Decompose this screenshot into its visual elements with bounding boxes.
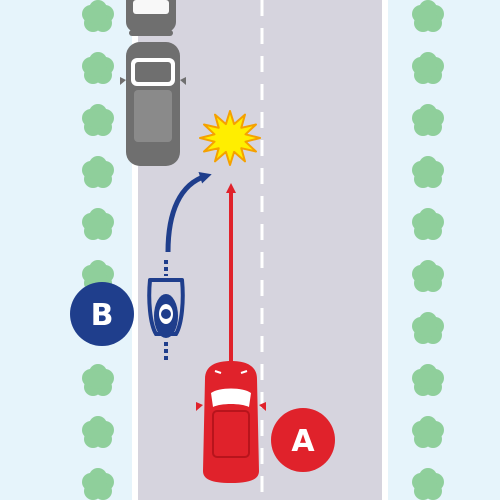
tree-icon (82, 416, 114, 448)
left-sidewalk (0, 0, 135, 500)
tree-icon (82, 208, 114, 240)
tree-icon (412, 416, 444, 448)
road-left-edge-line (132, 0, 138, 500)
tree-icon (412, 312, 444, 344)
right-sidewalk (385, 0, 500, 500)
car-a-label-text: A (291, 424, 315, 459)
bicycle-b-label: B (70, 282, 134, 346)
bicycle-icon (147, 260, 185, 362)
road-right-edge-line (382, 0, 388, 500)
collision-burst-icon (199, 110, 261, 166)
tree-icon (412, 468, 444, 500)
car-a (196, 361, 266, 483)
tree-icon (412, 156, 444, 188)
tree-icon (82, 52, 114, 84)
tree-icon (412, 208, 444, 240)
tree-icon (412, 364, 444, 396)
tree-icon (412, 260, 444, 292)
tree-icon (412, 52, 444, 84)
parked-car (120, 42, 186, 166)
tree-icon (82, 0, 114, 32)
bicycle-b-label-text: B (91, 298, 114, 333)
tree-icon (412, 0, 444, 32)
bicycle-b-path-arrow (165, 172, 212, 253)
left-tree-row (82, 0, 114, 500)
tree-icon (82, 156, 114, 188)
tree-icon (82, 468, 114, 500)
tree-icon (82, 104, 114, 136)
car-a-label: A (271, 408, 335, 472)
parked-car-top (126, 0, 176, 36)
tree-icon (412, 104, 444, 136)
right-tree-row (412, 0, 444, 500)
tree-icon (82, 364, 114, 396)
